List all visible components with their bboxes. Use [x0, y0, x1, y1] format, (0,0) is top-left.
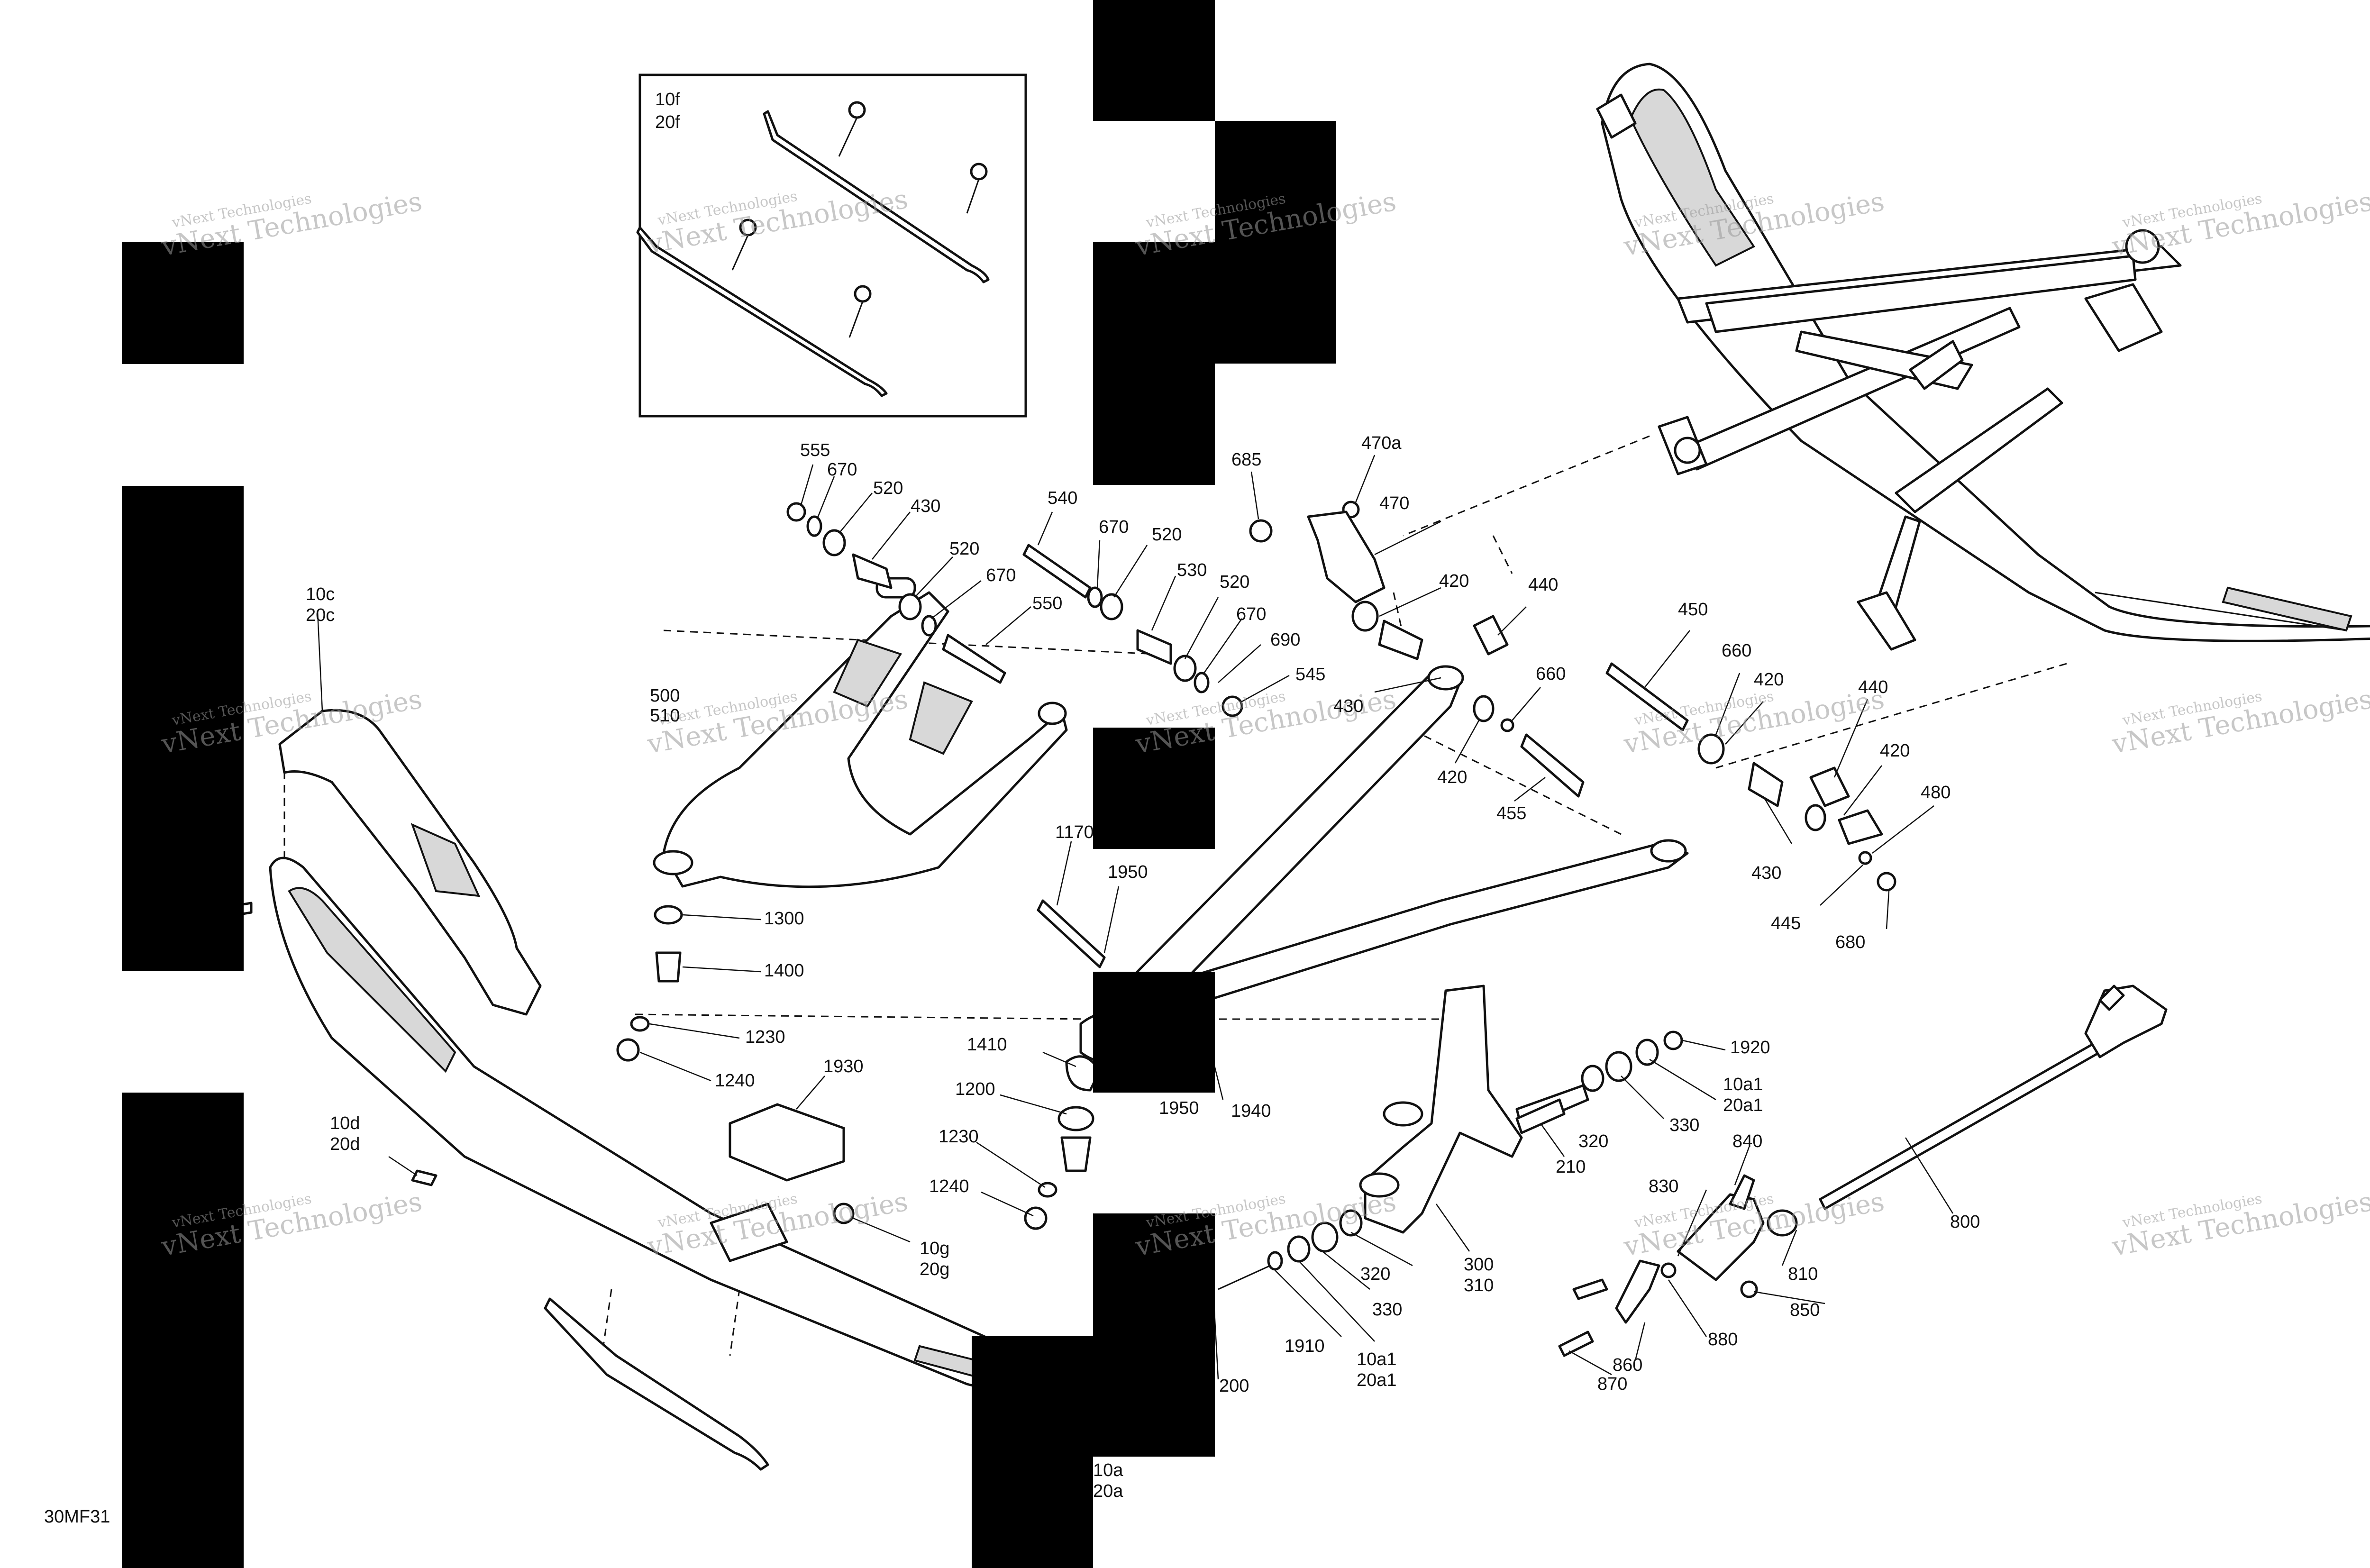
callout-label: 540: [1048, 488, 1077, 508]
callout-label: 520: [1220, 572, 1249, 592]
callout-label: 520: [873, 478, 903, 498]
callout-label: 1400: [764, 961, 804, 981]
callout-label: 510: [650, 706, 680, 726]
callout-label: 200: [1219, 1376, 1249, 1396]
callout-label: 20g: [920, 1259, 949, 1279]
callout-label: 660: [1536, 664, 1566, 684]
callout-label: 830: [1649, 1176, 1678, 1196]
callout-label: 860: [1613, 1355, 1642, 1375]
ski-left: [269, 857, 1054, 1471]
callout-label: 660: [1722, 641, 1751, 661]
inset-runner-detail: 10f 20f: [636, 73, 1027, 418]
callout-label: 810: [1788, 1264, 1818, 1284]
callout-label: 520: [949, 539, 979, 559]
callout-label: 420: [1437, 767, 1467, 787]
callout-label: 440: [1528, 575, 1558, 595]
callout-label: 520: [1152, 525, 1182, 545]
callout-label: 210: [1556, 1157, 1586, 1177]
callout-label: 680: [1835, 932, 1865, 952]
callout-label: 430: [911, 496, 940, 516]
callout-label: 440: [1858, 677, 1888, 697]
leader-lines: [317, 455, 1954, 1380]
callout-label: 1200: [955, 1079, 995, 1099]
callout-label: 10a: [1093, 1460, 1123, 1480]
callout-label: 670: [1236, 604, 1266, 624]
callout-label: 1240: [929, 1176, 969, 1196]
callout-label: 20d: [330, 1134, 360, 1154]
callout-label: 330: [1669, 1115, 1699, 1135]
callout-label: 1230: [939, 1127, 979, 1147]
callout-label: 470a: [1361, 433, 1402, 453]
ski-handle: [278, 709, 542, 1016]
callout-label: 1930: [823, 1057, 864, 1076]
callout-label: 1240: [715, 1071, 755, 1091]
callout-label: 840: [1732, 1131, 1762, 1151]
callout-label: 470: [1379, 493, 1409, 513]
callout-label: 330: [1372, 1300, 1402, 1320]
callout-label: 850: [1790, 1300, 1820, 1320]
upper-a-arm: [653, 577, 1068, 888]
callout-label: 1170: [1055, 822, 1094, 842]
callout-label: 320: [1578, 1131, 1608, 1151]
callout-label: 10c: [306, 584, 335, 604]
callout-label: 20a1: [1723, 1095, 1763, 1115]
callout-label: 555: [800, 440, 830, 460]
callout-label: 420: [1880, 741, 1910, 761]
callout-label: 1940: [1231, 1101, 1271, 1121]
callout-label: 1920: [1730, 1038, 1770, 1057]
callout-label: 420: [1754, 670, 1784, 690]
callout-label: 685: [1231, 450, 1261, 470]
callout-label: 320: [1360, 1264, 1390, 1284]
inset-label-20f: 20f: [655, 112, 680, 132]
callout-label: 1410: [967, 1035, 1007, 1055]
hardware-parts: [236, 501, 2168, 1357]
callout-label: 430: [1751, 863, 1781, 883]
callout-label: 310: [1464, 1276, 1494, 1295]
callout-label: 1950: [1159, 1098, 1199, 1118]
callout-label: 480: [1921, 783, 1951, 802]
callout-label: 670: [827, 460, 857, 480]
callout-label: 20a1: [1357, 1370, 1397, 1390]
callout-label: 20c: [306, 605, 335, 625]
callout-label: 1950: [1108, 862, 1148, 882]
callout-label: 690: [1270, 630, 1300, 650]
callout-label: 1300: [764, 909, 804, 929]
drawing-id: 30MF31: [44, 1507, 110, 1527]
callout-label: 420: [1439, 571, 1469, 591]
callout-label: 500: [650, 686, 680, 706]
callout-label: 10d: [330, 1113, 360, 1133]
callout-label: 10g: [920, 1239, 949, 1258]
redaction-blocks: [122, 0, 1336, 1568]
callout-label: 880: [1708, 1330, 1738, 1349]
callout-label: 10a1: [1723, 1075, 1763, 1094]
callout-label: 445: [1771, 913, 1801, 933]
callout-label: 10a1: [1357, 1349, 1397, 1369]
callout-label: 670: [986, 565, 1016, 585]
callout-label: 450: [1678, 600, 1708, 620]
callout-label: 550: [1032, 593, 1062, 613]
callout-label: 670: [1099, 517, 1129, 537]
callout-label: 530: [1177, 560, 1207, 580]
callout-label: 1230: [745, 1027, 785, 1047]
assembled-ski-right: [1596, 63, 2370, 651]
callout-label: 1910: [1285, 1336, 1325, 1356]
callout-label: 430: [1333, 696, 1363, 716]
inset-label-10f: 10f: [655, 90, 680, 109]
callout-labels: 555 670 520 430 520 670 550 540 670 520 …: [44, 433, 1980, 1527]
callout-label: 20a: [1093, 1481, 1123, 1501]
callout-label: 870: [1597, 1374, 1627, 1394]
callout-label: 300: [1464, 1255, 1494, 1275]
callout-label: 455: [1496, 803, 1526, 823]
callout-label: 545: [1295, 665, 1325, 684]
callout-label: 800: [1950, 1212, 1980, 1232]
